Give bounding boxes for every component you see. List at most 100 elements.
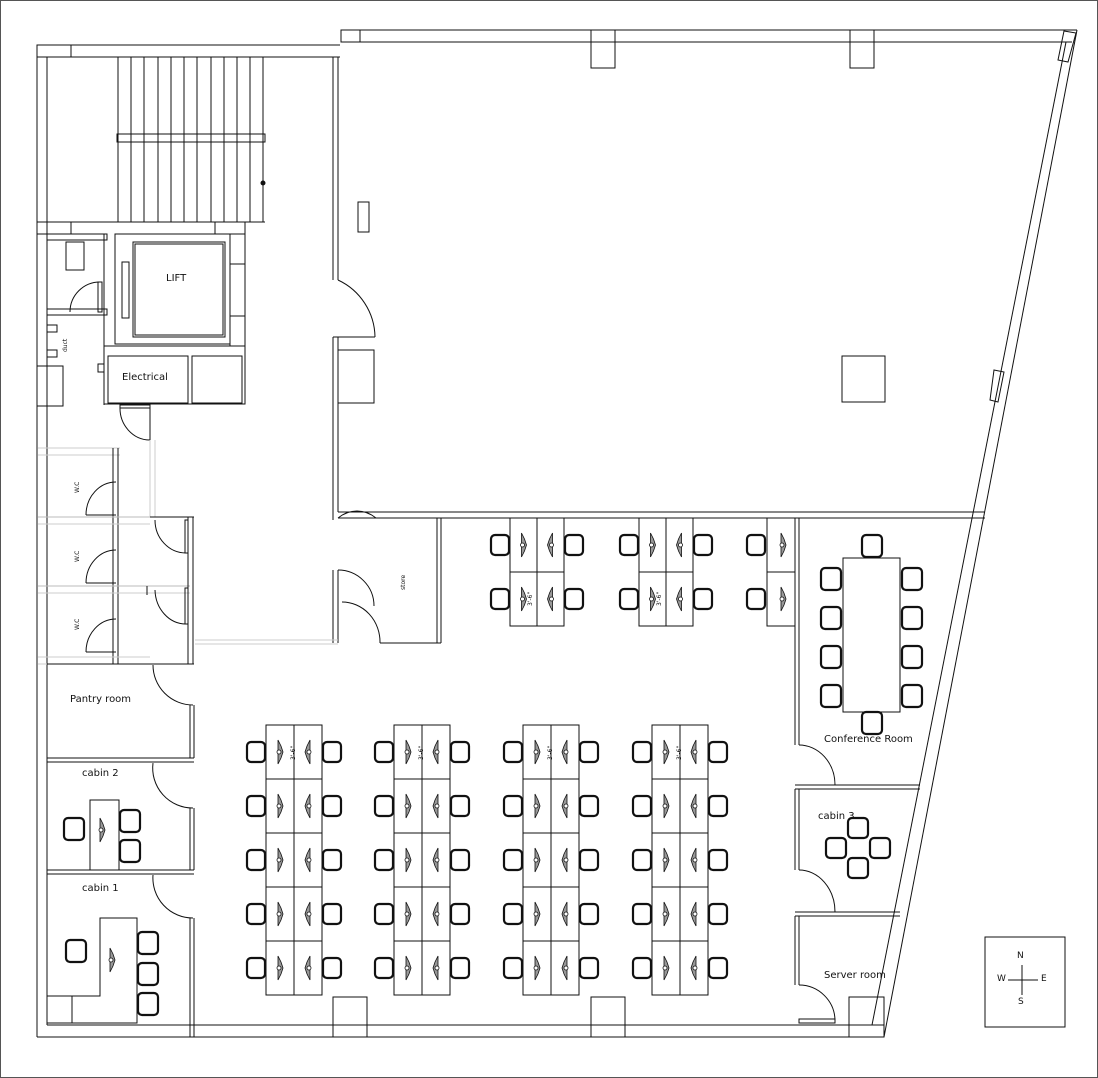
outer-walls xyxy=(36,29,1078,1038)
chair-icon xyxy=(502,848,524,872)
chair-icon xyxy=(321,956,343,980)
chair-icon xyxy=(489,587,511,611)
chair-icon xyxy=(819,683,843,709)
chair-icon xyxy=(578,740,600,764)
chair-icon xyxy=(707,848,729,872)
compass-west: W xyxy=(997,974,1006,984)
chair-icon xyxy=(449,956,471,980)
chair-icon xyxy=(819,644,843,670)
chair-icon xyxy=(118,808,142,834)
chair-icon xyxy=(449,902,471,926)
chair-icon xyxy=(707,740,729,764)
chair-icon xyxy=(373,848,395,872)
dimension-label: 3'-6" xyxy=(290,745,297,760)
chair-icon xyxy=(118,838,142,864)
room-label-lift: LIFT xyxy=(166,273,187,284)
chair-icon xyxy=(449,848,471,872)
wc-label-2: W.C xyxy=(74,550,81,562)
chair-icon xyxy=(846,856,870,880)
dimension-label: 3'-6" xyxy=(527,591,534,606)
chair-icon xyxy=(578,902,600,926)
chair-icon xyxy=(618,587,640,611)
room-label-electrical: Electrical xyxy=(122,372,168,383)
dimension-label: 3'-6" xyxy=(676,745,683,760)
chair-icon xyxy=(373,794,395,818)
chair-icon xyxy=(136,961,160,987)
chair-icon xyxy=(868,836,892,860)
chair-icon xyxy=(563,587,585,611)
duct-label: duct xyxy=(62,338,69,352)
chair-icon xyxy=(631,848,653,872)
chair-icon xyxy=(860,533,884,559)
chair-icon xyxy=(578,956,600,980)
dimension-label: 3'-6" xyxy=(656,591,663,606)
chair-icon xyxy=(692,587,714,611)
chair-icon xyxy=(449,794,471,818)
chair-icon xyxy=(321,902,343,926)
chair-icon xyxy=(692,533,714,557)
room-label-cabin-1: cabin 1 xyxy=(82,883,119,894)
chair-icon xyxy=(449,740,471,764)
chair-icon xyxy=(321,794,343,818)
chair-icon xyxy=(245,794,267,818)
compass-north: N xyxy=(1017,951,1024,961)
chair-icon xyxy=(563,533,585,557)
chair-icon xyxy=(745,533,767,557)
staircase xyxy=(36,57,266,235)
chair-icon xyxy=(502,902,524,926)
chair-icon xyxy=(136,991,160,1017)
chair-icon xyxy=(578,794,600,818)
west-rooms xyxy=(47,663,195,1037)
chair-icon xyxy=(846,816,870,840)
chair-icon xyxy=(373,902,395,926)
chair-icon xyxy=(62,816,86,842)
chair-icon xyxy=(502,740,524,764)
chair-icon xyxy=(373,740,395,764)
chair-icon xyxy=(136,930,160,956)
room-label-cabin-2: cabin 2 xyxy=(82,768,119,779)
chair-icon xyxy=(321,848,343,872)
chair-icon xyxy=(502,794,524,818)
chair-icon xyxy=(245,848,267,872)
store-label: store xyxy=(400,574,407,590)
chair-icon xyxy=(631,740,653,764)
chair-icon xyxy=(707,794,729,818)
room-label-conference: Conference Room xyxy=(824,734,913,745)
furniture-layer xyxy=(62,517,924,1017)
compass-south: S xyxy=(1018,997,1024,1007)
chair-icon xyxy=(245,902,267,926)
compass-rose xyxy=(984,936,1066,1028)
chair-icon xyxy=(631,902,653,926)
chair-icon xyxy=(900,683,924,709)
room-label-server: Server room xyxy=(824,970,886,981)
chair-icon xyxy=(245,740,267,764)
chair-icon xyxy=(373,956,395,980)
chair-icon xyxy=(900,644,924,670)
wc-label-1: W.C xyxy=(74,481,81,493)
wc-block xyxy=(38,440,338,665)
chair-icon xyxy=(631,956,653,980)
room-label-cabin-3: cabin 3 xyxy=(818,811,855,822)
chair-icon xyxy=(824,836,848,860)
chair-icon xyxy=(321,740,343,764)
dimension-label: 3'-6" xyxy=(418,745,425,760)
chair-icon xyxy=(900,605,924,631)
chair-icon xyxy=(502,956,524,980)
room-label-pantry: Pantry room xyxy=(70,694,132,705)
chair-icon xyxy=(707,902,729,926)
small-toilet xyxy=(36,233,108,407)
chair-icon xyxy=(819,605,843,631)
compass-east: E xyxy=(1041,974,1047,984)
chair-icon xyxy=(245,956,267,980)
chair-icon xyxy=(631,794,653,818)
wc-label-3: W.C xyxy=(74,618,81,630)
chair-icon xyxy=(745,587,767,611)
corridor-walls xyxy=(332,57,985,644)
chair-icon xyxy=(860,710,884,736)
chair-icon xyxy=(618,533,640,557)
dimension-label: 3'-6" xyxy=(547,745,554,760)
chair-icon xyxy=(819,566,843,592)
chair-icon xyxy=(489,533,511,557)
chair-icon xyxy=(64,938,88,964)
